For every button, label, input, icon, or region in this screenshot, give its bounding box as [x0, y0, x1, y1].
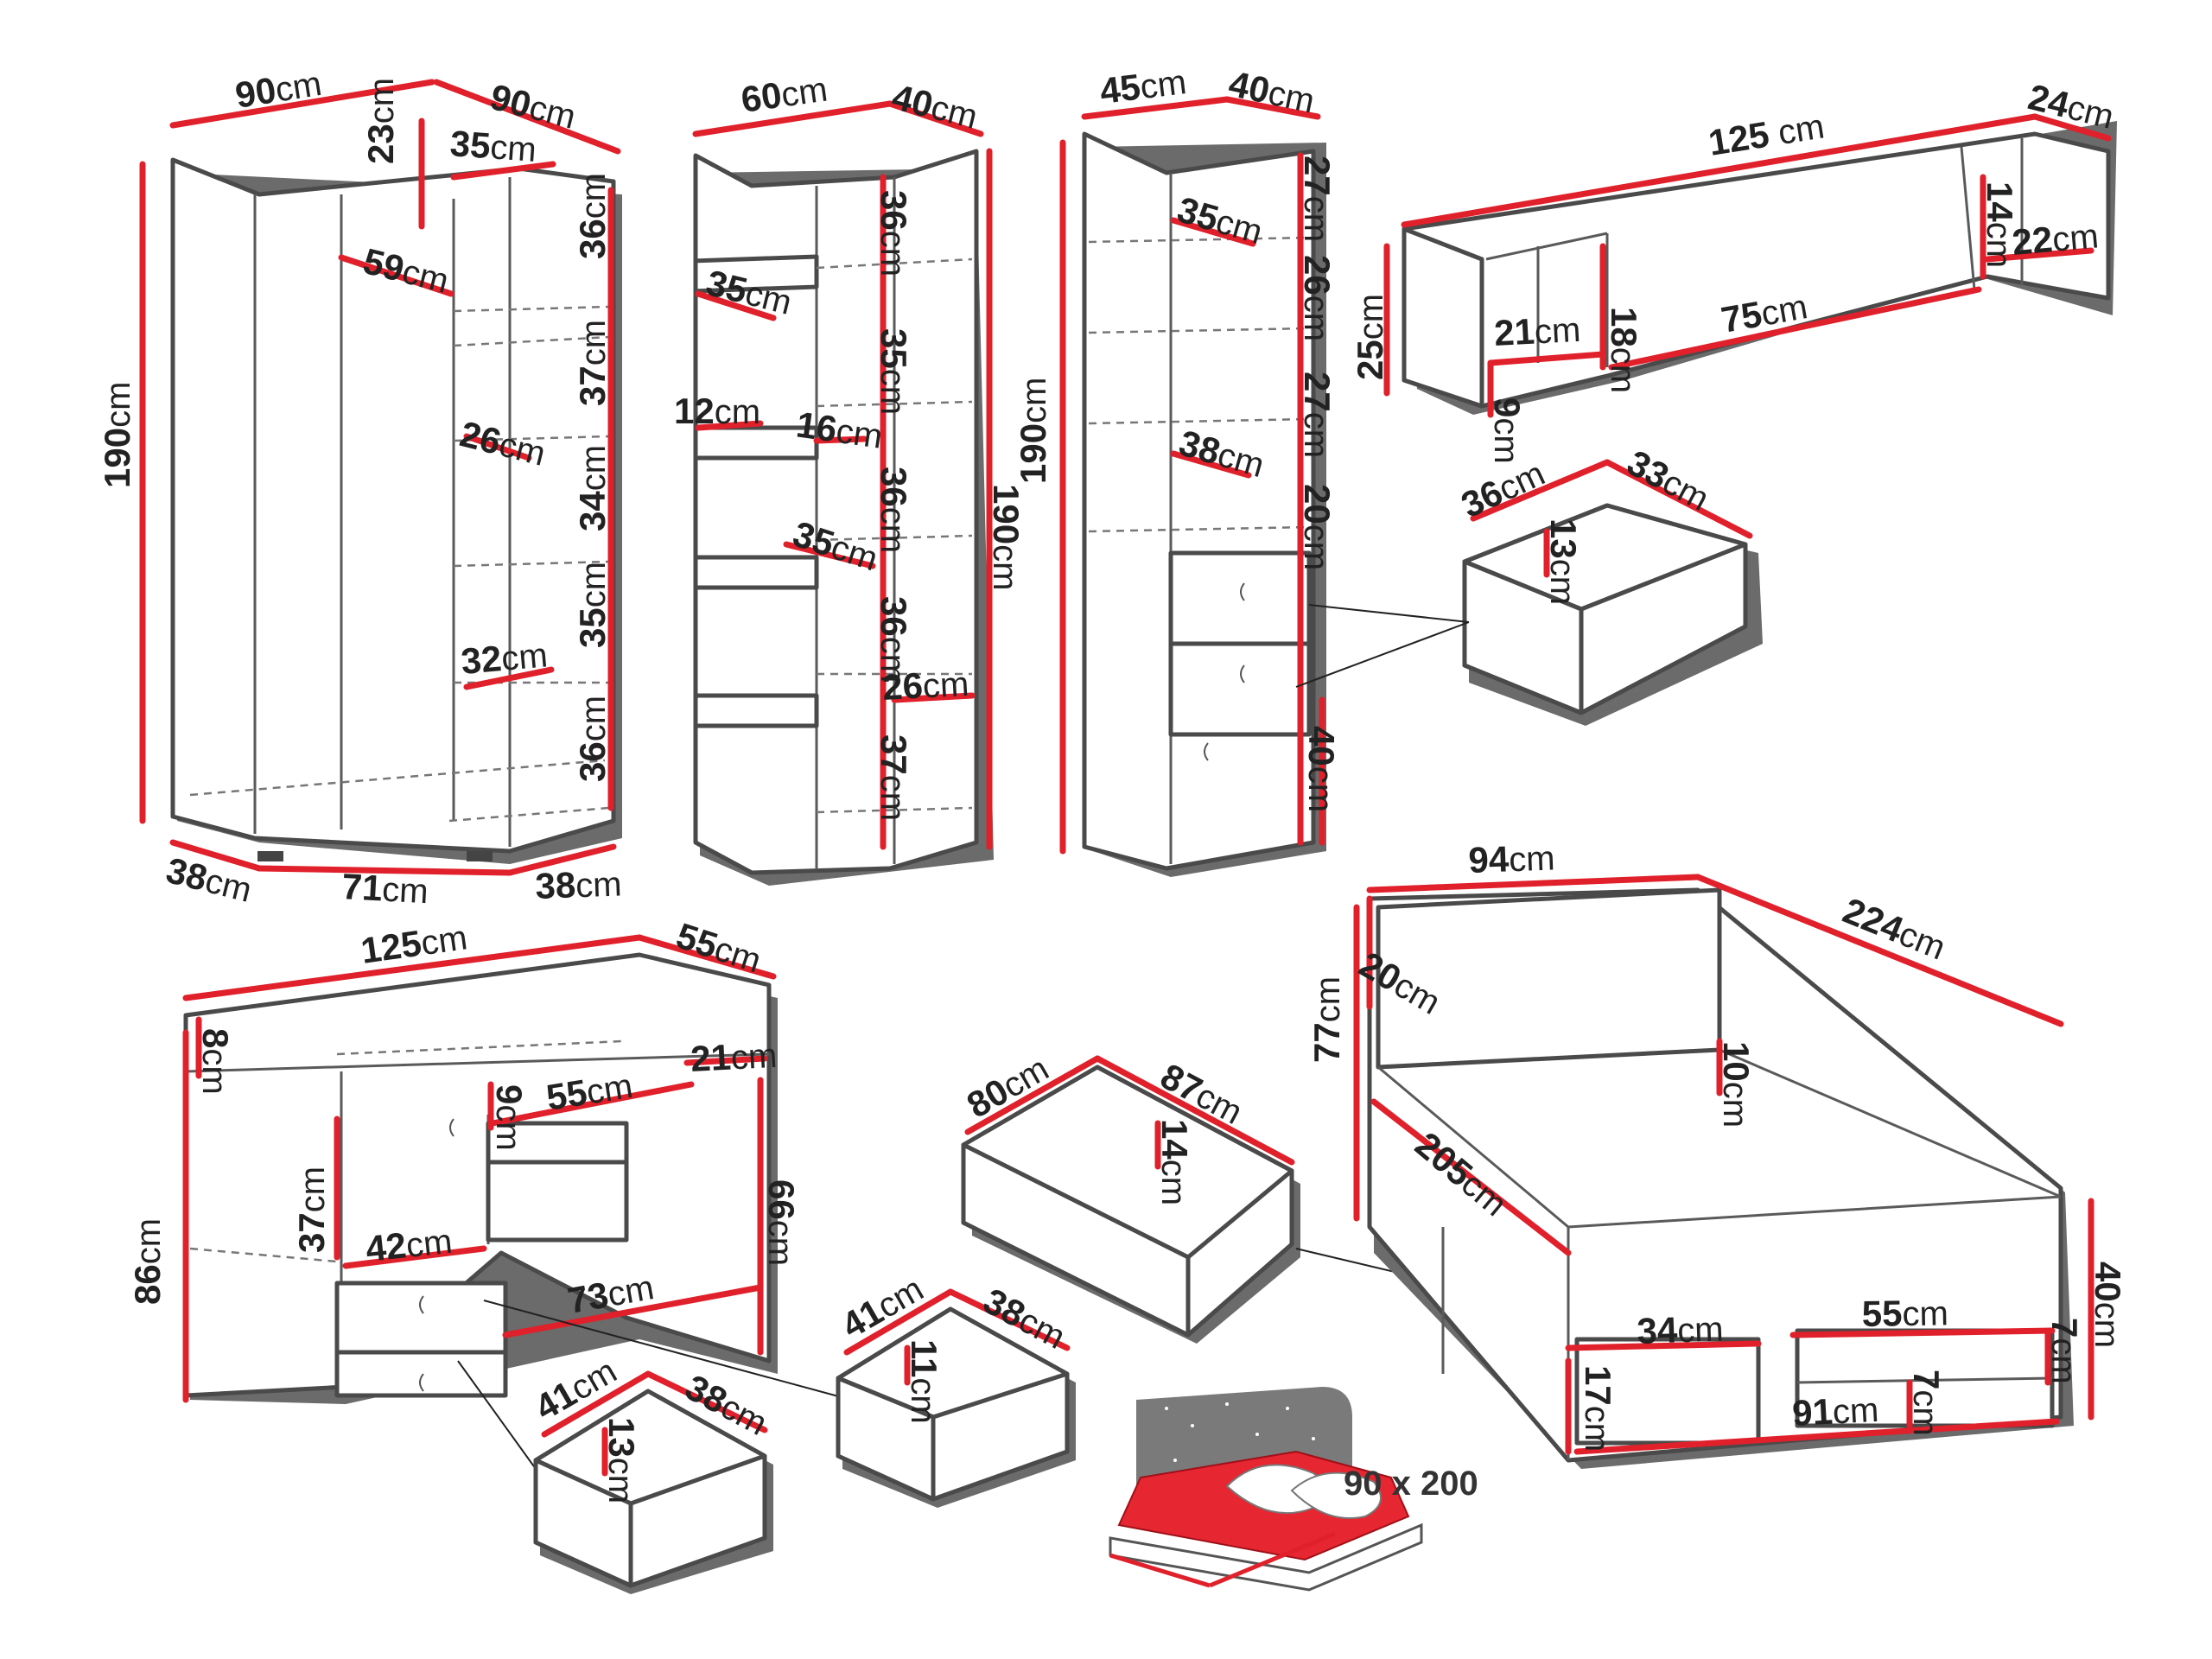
wall-shelf-dimension-label: 75cm: [1718, 285, 1810, 340]
desk-dimension-label: 37cm: [291, 1166, 332, 1253]
desk-drawer-small-dimension-label: 13cm: [601, 1417, 642, 1503]
bed-dimension-label: 17cm: [1578, 1365, 1618, 1452]
bookshelf-dimension-label: 37cm: [874, 734, 914, 821]
bookshelf-dimension-label: 36cm: [874, 596, 914, 683]
cabinet-drawer-dimension-label: 33cm: [1621, 442, 1716, 518]
bookshelf-dimension-label: 40cm: [888, 76, 982, 137]
bed-dimension-label: 34cm: [1637, 1308, 1725, 1351]
wardrobe-dimension-label: 36cm: [572, 696, 613, 782]
mattress-icon: [1109, 1387, 1423, 1592]
bed-dimension-label: 40cm: [2088, 1262, 2128, 1348]
bookshelf-dimension-label: 35cm: [874, 328, 914, 415]
wardrobe-dimension-label: 190cm: [97, 382, 137, 488]
wardrobe-dimension-label: 38cm: [535, 863, 623, 906]
tall-cabinet-dimension-label: 40cm: [1225, 63, 1319, 121]
wardrobe-dimension-label: 71cm: [341, 866, 429, 911]
wardrobe-dimension-label: 35cm: [448, 123, 537, 169]
cabinet-drawer-dimension-label: 13cm: [1543, 518, 1584, 605]
bed-dimension-label: 77cm: [1306, 976, 1347, 1063]
bed-dimension-label: 55cm: [1861, 1292, 1948, 1334]
bookshelf-dimension-label: 190cm: [986, 484, 1027, 590]
bed-dimension-label: 7cm: [2044, 1318, 2085, 1384]
desk-drawer-small: [533, 1370, 773, 1594]
desk-dimension-label: 86cm: [127, 1218, 168, 1305]
wardrobe-dimension-label: 23cm: [360, 78, 401, 164]
corner-wardrobe: [139, 79, 622, 876]
wardrobe-dimension-label: 34cm: [572, 445, 613, 531]
bookshelf-dimension-label: 26cm: [881, 663, 969, 708]
wardrobe-dimension-label: 90cm: [232, 62, 324, 116]
wall-shelf-dimension-label: 21cm: [1493, 308, 1581, 353]
cabinet-drawer: [1295, 459, 1763, 726]
wardrobe-dim-line: [169, 79, 435, 129]
wardrobe-dimension-label: 26cm: [456, 413, 550, 474]
wardrobe-dimension-label: 35cm: [572, 562, 613, 648]
desk-dimension-label: 21cm: [690, 1034, 778, 1079]
wall-shelf-dimension-label: 25cm: [1350, 294, 1390, 380]
desk: [182, 934, 852, 1470]
bookshelf-dimension-label: 60cm: [739, 67, 830, 119]
tall-cabinet-dimension-label: 26cm: [1297, 255, 1338, 341]
tall-cabinet-dimension-label: 27cm: [1297, 372, 1338, 458]
desk-dimension-label: 55cm: [543, 1065, 635, 1118]
bookshelf-dimension-label: 36cm: [874, 190, 914, 276]
bed-dimension-label: 94cm: [1468, 837, 1556, 880]
desk-dimension-label: 66cm: [761, 1179, 802, 1266]
tall-cabinet-dimension-label: 45cm: [1097, 60, 1188, 111]
wall-shelf-dimension-label: 14cm: [1980, 181, 2020, 268]
desk-dimension-label: 73cm: [564, 1266, 657, 1321]
bookshelf-dimension-label: 12cm: [674, 391, 760, 431]
wardrobe-dimension-label: 90cm: [486, 76, 580, 137]
wardrobe-dimension-label: 36cm: [572, 173, 613, 259]
bed-dimension-label: 7cm: [1906, 1370, 1947, 1436]
bookshelf-dimension-label: 16cm: [794, 404, 886, 455]
wardrobe-dimension-label: 38cm: [162, 849, 256, 910]
desk-dimension-label: 8cm: [195, 1028, 236, 1095]
tall-cabinet-dimension-label: 20cm: [1297, 484, 1338, 570]
wall-shelf: [1383, 113, 2117, 418]
mattress-size-label: 90 x 200: [1344, 1465, 1478, 1503]
desk-dimension-label: 125cm: [359, 916, 470, 971]
desk-drawer-mid: [836, 1288, 1076, 1508]
desk-dimension-label: 42cm: [364, 1220, 454, 1269]
bed-dimension-label: 91cm: [1791, 1389, 1879, 1433]
tall-cabinet-dimension-label: 190cm: [1013, 378, 1053, 484]
bed-drawer-dimension-label: 14cm: [1154, 1119, 1195, 1205]
desk-drawer-mid-dimension-label: 11cm: [904, 1339, 944, 1424]
bed: [1353, 874, 2094, 1469]
tall-cabinet: [1059, 96, 1326, 877]
bookshelf-dimension-label: 36cm: [874, 467, 914, 553]
wardrobe-dimension-label: 32cm: [460, 633, 550, 682]
tall-cabinet-dimension-label: 27cm: [1297, 156, 1338, 242]
bookshelf: [692, 100, 994, 886]
tall-cabinet-dimension-label: 40cm: [1301, 726, 1342, 812]
bed-drawer: [961, 1055, 1461, 1344]
wall-shelf-dimension-label: 22cm: [2011, 214, 2101, 263]
bed-dimension-label: 10cm: [1716, 1041, 1757, 1128]
wardrobe-dimension-label: 37cm: [572, 320, 613, 406]
wall-shelf-dimension-label: 18cm: [1604, 307, 1644, 393]
wall-shelf-dimension-label: 9cm: [1487, 397, 1528, 464]
desk-dimension-label: 9cm: [489, 1084, 530, 1151]
wall-shelf-dimension-label: 125 cm: [1706, 105, 1827, 162]
